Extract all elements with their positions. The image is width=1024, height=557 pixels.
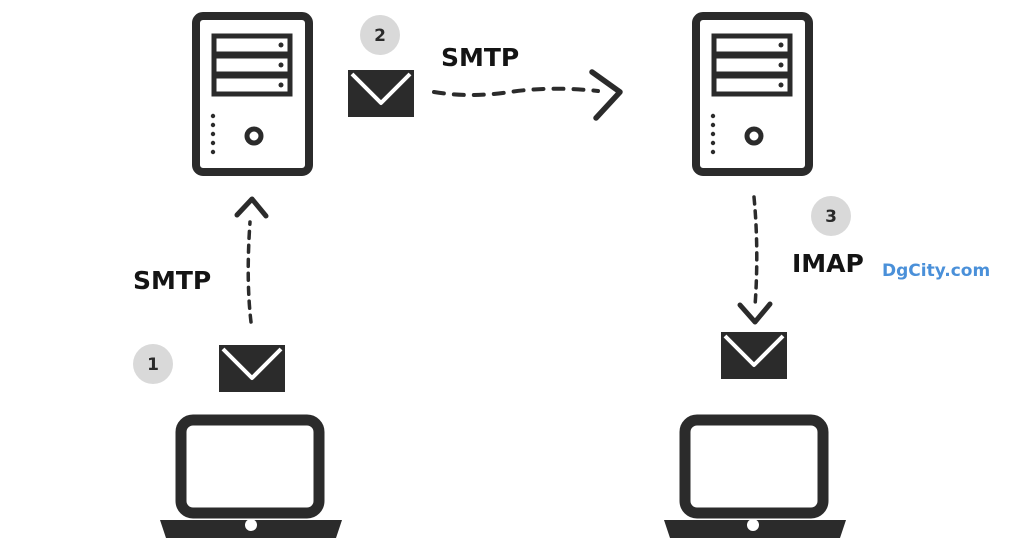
envelope-icon bbox=[721, 332, 787, 379]
laptop-icon bbox=[160, 414, 342, 538]
arrow-up bbox=[234, 196, 269, 324]
protocol-label: SMTP bbox=[441, 43, 519, 72]
step-number: 2 bbox=[374, 26, 386, 46]
envelope-icon bbox=[219, 345, 285, 392]
step-badge: 2 bbox=[360, 15, 400, 55]
step-badge: 3 bbox=[811, 196, 851, 236]
arrow-down bbox=[737, 195, 773, 325]
laptop-icon bbox=[664, 414, 846, 538]
step-number: 1 bbox=[147, 355, 159, 375]
server-icon bbox=[692, 12, 813, 176]
watermark-text: DgCity.com bbox=[882, 261, 990, 281]
arrow-right bbox=[432, 69, 623, 121]
protocol-label: IMAP bbox=[792, 249, 864, 278]
step-number: 3 bbox=[825, 207, 837, 227]
envelope-icon bbox=[348, 70, 414, 117]
server-icon bbox=[192, 12, 313, 176]
step-badge: 1 bbox=[133, 344, 173, 384]
protocol-label: SMTP bbox=[133, 266, 211, 295]
